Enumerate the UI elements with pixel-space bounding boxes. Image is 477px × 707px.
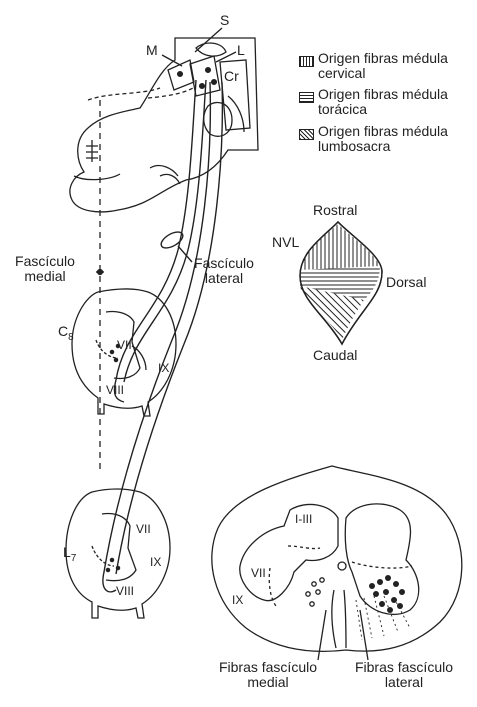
label-l: L (237, 43, 245, 58)
label-vii-cs: VII (251, 566, 266, 581)
diagonal-hatch-swatch-icon (299, 129, 314, 140)
label-caudal: Caudal (313, 348, 357, 363)
label-c8: C8 (58, 324, 74, 345)
legend-label: Origen fibras médula lumbosacra (318, 124, 476, 154)
spinal-cross-section (212, 466, 462, 660)
vertical-hatch-swatch-icon (299, 56, 314, 67)
label-m: M (146, 43, 158, 58)
legend-label: Origen fibras médula torácica (318, 87, 476, 117)
label-s: S (220, 13, 229, 28)
legend-item-cervical: Origen fibras médula cervical (299, 51, 477, 85)
label-dorsal: Dorsal (386, 275, 426, 290)
label-nvl: NVL (272, 235, 299, 250)
label-fibras-fasciculo-lateral: Fibras fascículo lateral (334, 660, 474, 690)
horizontal-hatch-swatch-icon (299, 92, 314, 103)
label-ix-cs: IX (232, 593, 243, 608)
label-vii-c8: VII (117, 338, 132, 353)
label-rostral: Rostral (313, 203, 357, 218)
label-l7: L7 (63, 545, 76, 566)
label-viii-c8: VIII (106, 383, 124, 398)
nvl-rhomboid (300, 222, 382, 344)
label-cr: Cr (224, 69, 239, 84)
legend-label: Origen fibras médula cervical (318, 51, 476, 81)
label-fasciculo-lateral: Fascículo lateral (186, 256, 262, 286)
label-fasciculo-medial: Fascículo medial (2, 254, 88, 284)
legend-item-toracica: Origen fibras médula torácica (299, 87, 477, 121)
label-vii-l7: VII (136, 522, 151, 537)
label-viii-l7: VIII (116, 584, 134, 599)
label-ix-l7: IX (150, 555, 161, 570)
legend-item-lumbosacra: Origen fibras médula lumbosacra (299, 124, 477, 158)
label-i-iii: I-III (295, 512, 312, 527)
label-ix-c8: IX (158, 361, 169, 376)
descending-tracts (96, 80, 222, 592)
label-fibras-fasciculo-medial: Fibras fascículo medial (208, 660, 328, 690)
